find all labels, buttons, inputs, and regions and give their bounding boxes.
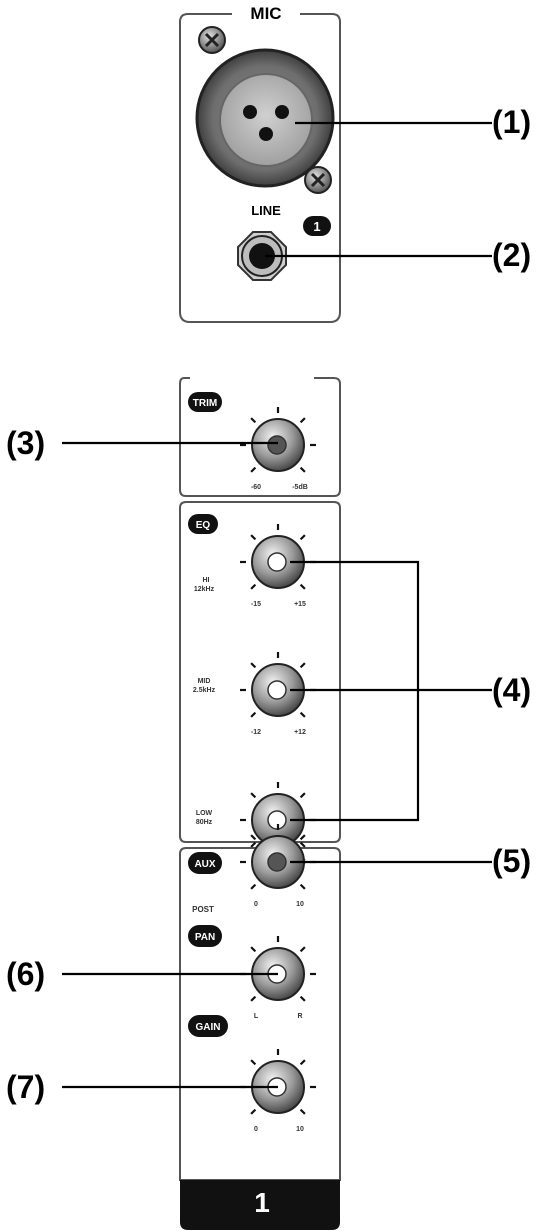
scale-min-label: 0	[254, 1126, 258, 1133]
scale-min-label: -15	[251, 601, 261, 608]
mic-label: MIC	[250, 4, 281, 23]
scale-tick	[250, 1059, 257, 1066]
scale-tick	[299, 841, 306, 848]
low-label: LOW	[196, 810, 213, 817]
scale-tick	[250, 417, 257, 424]
eq-hi-knob[interactable]: -15 +15	[240, 524, 316, 608]
svg-text:EQ: EQ	[196, 520, 211, 531]
scale-max-label: 10	[296, 901, 304, 908]
eq-low-knob[interactable]: -15+15	[240, 782, 316, 866]
scale-max-label: -5dB	[292, 484, 308, 491]
scale-tick	[299, 946, 306, 953]
scale-tick	[250, 995, 257, 1002]
hi-freq: 12kHz	[194, 586, 215, 593]
svg-text:1: 1	[313, 219, 320, 234]
callout-6: (6)	[6, 956, 45, 992]
knob-cap	[267, 435, 287, 455]
scale-tick	[250, 883, 257, 890]
scale-min-label: L	[254, 1013, 259, 1020]
callout-4: (4)	[492, 672, 531, 708]
callout-2: (2)	[492, 237, 531, 273]
eq-mid-knob[interactable]: -12 +12	[240, 652, 316, 736]
callout-lines	[62, 121, 492, 1089]
scale-tick	[250, 583, 257, 590]
channel-number: 1	[254, 1187, 270, 1218]
screw-icon	[198, 26, 226, 54]
scale-tick	[299, 417, 306, 424]
callout-1: (1)	[492, 104, 531, 140]
post-label: POST	[192, 905, 214, 914]
scale-max-label: +15	[294, 601, 306, 608]
channel-number-footer: 1	[180, 1180, 340, 1230]
scale-tick	[299, 534, 306, 541]
scale-max-label: 10	[296, 1126, 304, 1133]
aux-pan-gain-section	[179, 847, 341, 1181]
knob-cap	[267, 680, 287, 700]
aux-knob[interactable]: 0 10	[240, 824, 316, 908]
scale-tick	[299, 792, 306, 799]
scale-tick	[250, 534, 257, 541]
scale-tick	[299, 1059, 306, 1066]
scale-tick	[299, 466, 306, 473]
svg-text:TRIM: TRIM	[193, 398, 217, 409]
svg-text:PAN: PAN	[195, 932, 215, 943]
trim-section	[179, 377, 341, 497]
trim-label-pill: TRIM	[188, 392, 222, 412]
scale-tick	[299, 883, 306, 890]
scale-tick	[299, 711, 306, 718]
hi-label: HI	[203, 577, 210, 584]
line-label: LINE	[251, 203, 281, 218]
low-freq: 80Hz	[196, 819, 213, 826]
scale-tick	[299, 834, 306, 841]
scale-tick	[250, 466, 257, 473]
xlr-mic-input[interactable]	[195, 48, 335, 188]
scale-tick	[250, 662, 257, 669]
callout-7: (7)	[6, 1069, 45, 1105]
eq-section	[179, 501, 341, 843]
scale-tick	[299, 662, 306, 669]
scale-tick	[250, 946, 257, 953]
pan-label-pill: PAN	[188, 925, 222, 947]
aux-label-pill: AUX	[188, 852, 222, 874]
gain-label-pill: GAIN	[188, 1015, 228, 1037]
scale-max-label: R	[297, 1013, 302, 1020]
scale-tick	[250, 792, 257, 799]
screw-icon	[304, 166, 332, 194]
scale-tick	[250, 834, 257, 841]
scale-tick	[299, 1108, 306, 1115]
scale-min-label: -60	[251, 484, 261, 491]
scale-tick	[250, 1108, 257, 1115]
scale-tick	[250, 841, 257, 848]
callout-3: (3)	[6, 425, 45, 461]
scale-tick	[250, 711, 257, 718]
mid-label: MID	[198, 678, 211, 685]
scale-min-label: 0	[254, 901, 258, 908]
scale-min-label: -12	[251, 729, 261, 736]
eq-label-pill: EQ	[188, 514, 218, 534]
trim-knob[interactable]: -60 -5dB	[240, 407, 316, 491]
channel-badge: 1	[303, 216, 331, 236]
scale-tick	[299, 995, 306, 1002]
knob-cap	[267, 552, 287, 572]
mid-freq: 2.5kHz	[193, 687, 216, 694]
gain-knob[interactable]: 0 10	[240, 1049, 316, 1133]
svg-text:GAIN: GAIN	[196, 1022, 221, 1033]
scale-tick	[299, 583, 306, 590]
knobs: -60-5dB-15+15-12+12-15+15010LR010	[240, 407, 316, 1133]
knob-cap	[267, 852, 287, 872]
callout-5: (5)	[492, 843, 531, 879]
input-panel: MIC LINE 1	[179, 4, 341, 323]
scale-max-label: +12	[294, 729, 306, 736]
svg-text:AUX: AUX	[194, 859, 215, 870]
